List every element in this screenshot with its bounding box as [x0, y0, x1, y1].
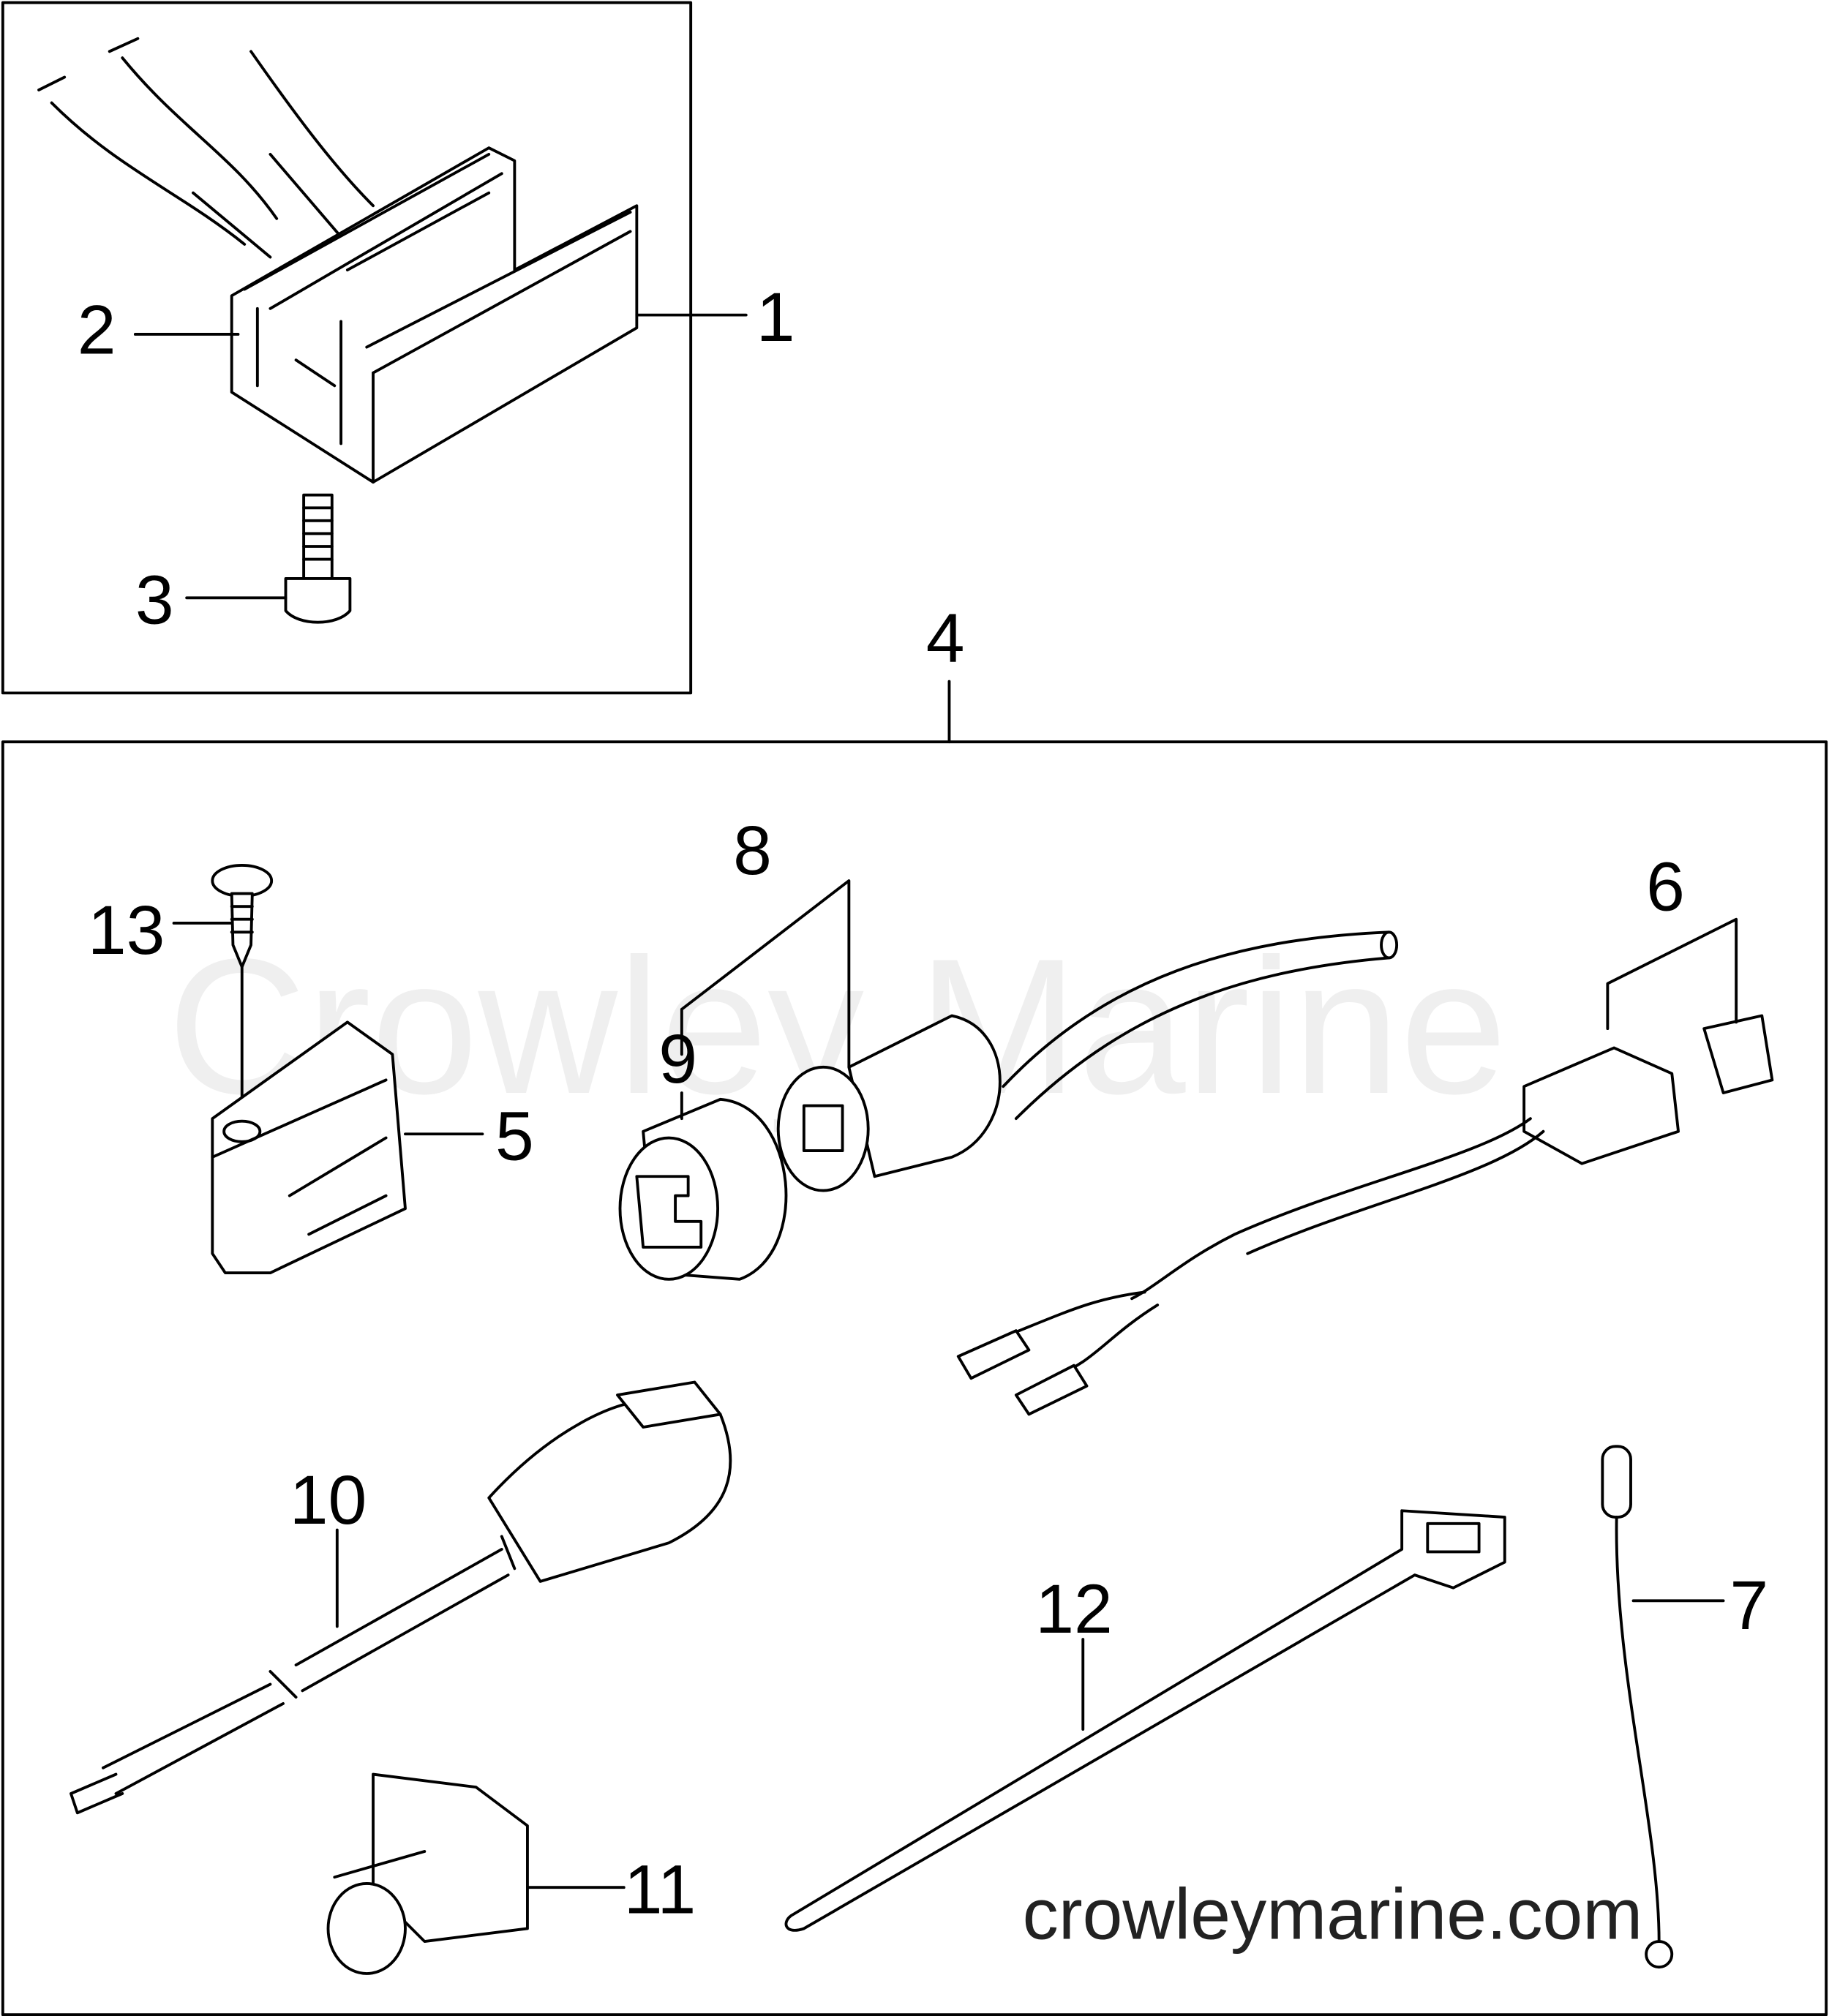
- bolt-part: [284, 493, 352, 624]
- leader-8-bracket: [680, 879, 851, 1069]
- cable-tie-part: [784, 1509, 1506, 1932]
- callout-5: 5: [495, 1097, 534, 1175]
- connector-part: [618, 930, 1399, 1281]
- callout-9: 9: [658, 1020, 697, 1098]
- website-url: crowleymarine.com: [1023, 1874, 1643, 1955]
- ground-lead-part: [1601, 1445, 1674, 1969]
- grommet-part: [326, 1772, 529, 1975]
- rectifier-regulator-part: [37, 37, 639, 484]
- callout-13: 13: [88, 892, 165, 969]
- callout-10: 10: [290, 1462, 367, 1539]
- callout-2: 2: [78, 291, 116, 369]
- callout-11: 11: [624, 1851, 696, 1928]
- harness-cable-part: [70, 1380, 732, 1815]
- fuse-holder-harness-part: [956, 1014, 1774, 1416]
- leader-6-bracket: [1606, 917, 1738, 1031]
- callout-8: 8: [733, 812, 772, 889]
- callout-6: 6: [1646, 848, 1685, 925]
- callout-3: 3: [135, 561, 174, 639]
- callout-1: 1: [756, 279, 795, 356]
- clamp-part: [211, 1020, 407, 1275]
- callout-4: 4: [926, 600, 965, 677]
- callout-12: 12: [1035, 1571, 1113, 1648]
- group-4-box: [1, 740, 1828, 2016]
- group-1-box: [1, 1, 693, 695]
- tapping-screw-part: [211, 863, 274, 1121]
- callout-7: 7: [1730, 1567, 1768, 1644]
